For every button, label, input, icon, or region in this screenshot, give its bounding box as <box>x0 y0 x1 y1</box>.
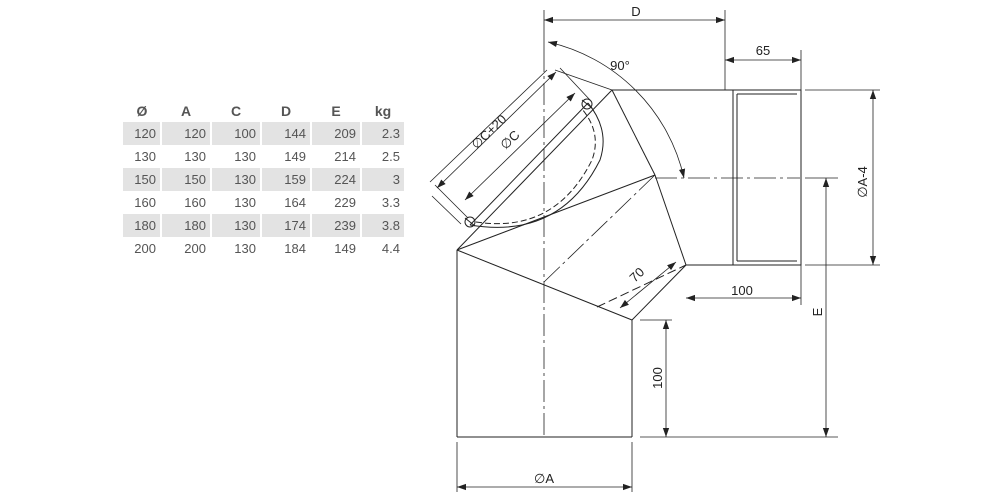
table-cell: 3 <box>361 168 406 191</box>
table-cell: 120 <box>123 122 162 145</box>
table-cell: 160 <box>161 191 212 214</box>
table-cell: 180 <box>123 214 162 237</box>
table-cell: 229 <box>311 191 362 214</box>
center-lines <box>543 50 800 437</box>
table-header-row: Ø A C D E kg <box>123 100 405 122</box>
table-cell: 159 <box>261 168 312 191</box>
table-cell: 224 <box>311 168 362 191</box>
header-a: A <box>180 103 192 119</box>
dim-label-angle: 90° <box>610 58 630 73</box>
table-cell: 180 <box>161 214 212 237</box>
table-cell: 149 <box>311 237 362 260</box>
table-cell: 130 <box>211 237 262 260</box>
extension-lines <box>429 10 880 492</box>
header-diameter: Ø <box>136 103 148 119</box>
dim-label-phi-a: ∅A <box>534 471 554 486</box>
inspection-cover <box>464 98 604 228</box>
dim-label-phi-c: ∅C <box>497 127 522 152</box>
lower-pipe-segment <box>456 249 633 438</box>
table-row: 200 200 130 184 149 4.4 <box>123 237 406 260</box>
table-cell: 214 <box>311 145 362 168</box>
header-d: D <box>280 103 292 119</box>
table-cell: 150 <box>123 168 162 191</box>
table-cell: 239 <box>311 214 362 237</box>
table-cell: 160 <box>123 191 162 214</box>
table-row: 180 180 130 174 239 3.8 <box>123 214 406 237</box>
header-e: E <box>331 103 341 119</box>
dim-label-d: D <box>631 4 640 19</box>
table-cell: 174 <box>261 214 312 237</box>
spec-table: Ø A C D E kg 120 120 100 144 209 2.3 130… <box>123 100 406 260</box>
table-cell: 130 <box>211 168 262 191</box>
dim-label-phi-a-minus-4: ∅A-4 <box>855 166 870 198</box>
table-cell: 200 <box>123 237 162 260</box>
table-cell: 209 <box>311 122 362 145</box>
table-row: 160 160 130 164 229 3.3 <box>123 191 406 214</box>
dimension-lines <box>436 16 877 491</box>
table-cell: 164 <box>261 191 312 214</box>
dim-label-e: E <box>810 307 825 316</box>
header-c: C <box>230 103 242 119</box>
table-cell: 150 <box>161 168 212 191</box>
table-cell: 120 <box>161 122 212 145</box>
table-cell: 2.3 <box>361 122 406 145</box>
table-cell: 130 <box>211 191 262 214</box>
header-kg: kg <box>374 103 392 119</box>
outlet-pipe <box>686 89 802 266</box>
middle-pipe-segment <box>456 174 687 321</box>
table-cell: 4.4 <box>361 237 406 260</box>
table-cell: 3.8 <box>361 214 406 237</box>
table-cell: 184 <box>261 237 312 260</box>
table-cell: 100 <box>211 122 262 145</box>
dim-label-100-left: 100 <box>650 367 665 389</box>
table-cell: 3.3 <box>361 191 406 214</box>
table-cell: 130 <box>211 214 262 237</box>
table-row: 120 120 100 144 209 2.3 <box>123 122 406 145</box>
table-row: 150 150 130 159 224 3 <box>123 168 406 191</box>
dim-label-100-right: 100 <box>731 283 753 298</box>
dim-label-70: 70 <box>626 264 647 285</box>
dim-label-65: 65 <box>756 43 770 58</box>
table-cell: 130 <box>161 145 212 168</box>
table-cell: 144 <box>261 122 312 145</box>
table-cell: 149 <box>261 145 312 168</box>
table-cell: 130 <box>123 145 162 168</box>
table-row: 130 130 130 149 214 2.5 <box>123 145 406 168</box>
table-cell: 130 <box>211 145 262 168</box>
table-cell: 200 <box>161 237 212 260</box>
table-cell: 2.5 <box>361 145 406 168</box>
